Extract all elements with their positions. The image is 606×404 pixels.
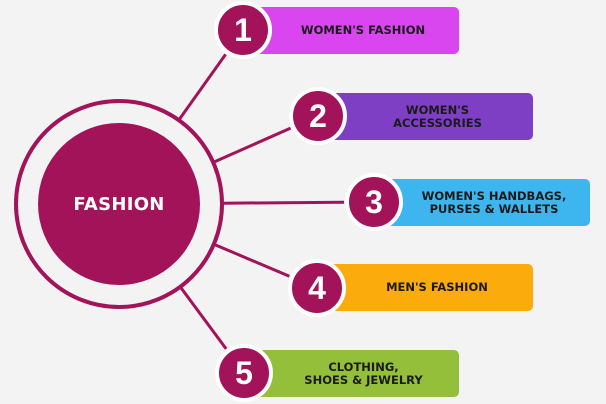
connectors	[177, 53, 345, 350]
center-hub: FASHION	[38, 123, 200, 285]
topic-label-5: CLOTHING, SHOES & JEWELRY	[304, 359, 423, 387]
connector-line-5	[179, 285, 228, 350]
number-text-5: 5	[235, 354, 253, 391]
connector-line-4	[213, 242, 290, 278]
hub-outer-ring	[14, 99, 224, 309]
center-label: FASHION	[73, 193, 165, 215]
topic-label-3: WOMEN'S HANDBAGS, PURSES & WALLETS	[421, 188, 567, 216]
number-text-4: 4	[308, 269, 326, 306]
number-badge-5: 5	[215, 344, 273, 402]
number-badge-2: 2	[289, 87, 347, 145]
number-text-1: 1	[234, 11, 252, 48]
topic-bar-2: WOMEN'S ACCESSORIES	[322, 93, 533, 140]
number-badge-3: 3	[345, 173, 403, 231]
connector-line-1	[177, 53, 227, 121]
topic-bar-5: CLOTHING, SHOES & JEWELRY	[248, 350, 459, 397]
number-badge-4: 4	[288, 259, 346, 317]
topic-label-2: WOMEN'S ACCESSORIES	[393, 102, 482, 130]
topic-label-4: MEN'S FASHION	[386, 280, 488, 295]
connector-line-2	[212, 126, 292, 164]
number-badge-1: 1	[214, 1, 272, 59]
topic-bar-4: MEN'S FASHION	[321, 264, 533, 311]
topic-label-1: WOMEN'S FASHION	[300, 23, 426, 38]
number-text-2: 2	[309, 97, 327, 134]
connector-line-3	[221, 200, 345, 205]
topic-bar-3: WOMEN'S HANDBAGS, PURSES & WALLETS	[378, 179, 590, 226]
topic-bar-1: WOMEN'S FASHION	[247, 7, 459, 54]
number-text-3: 3	[365, 183, 383, 220]
